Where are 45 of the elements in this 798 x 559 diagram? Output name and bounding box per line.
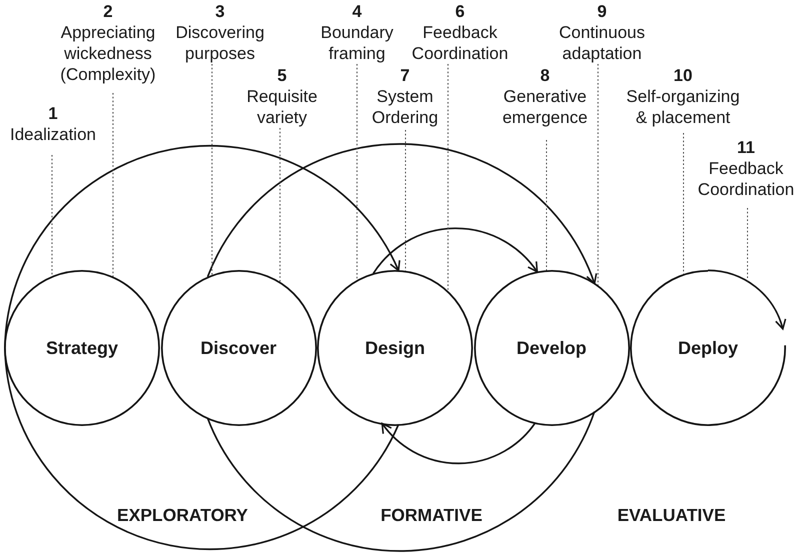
leader-line — [546, 140, 547, 272]
step-label: Feedback Coordination — [696, 158, 796, 200]
leader-line — [356, 64, 358, 281]
curved-line — [206, 411, 596, 552]
step-number: 9 — [597, 1, 607, 22]
step-number: 11 — [737, 137, 755, 158]
stage-circle — [160, 270, 316, 426]
step-label: Discovering purposes — [174, 22, 266, 64]
step-label: Idealization — [10, 124, 96, 144]
category-label: EXPLORATORY — [117, 504, 248, 526]
step-label: System Ordering — [370, 86, 440, 128]
leader-line — [747, 208, 748, 282]
step-label: Boundary framing — [320, 22, 394, 64]
stage-label: Discover — [200, 336, 277, 358]
step-number: 7 — [400, 64, 410, 86]
stage-label: Deploy — [678, 336, 738, 358]
step-number: 6 — [455, 1, 465, 22]
leader-line — [112, 92, 114, 278]
step-label: Appreciating wickedness (Complexity) — [59, 22, 157, 85]
step-number: 3 — [215, 1, 225, 22]
step-label: Feedback Coordination — [410, 22, 510, 64]
step-number: 4 — [352, 1, 362, 22]
step-number: 1 — [48, 102, 58, 124]
step-number: 5 — [277, 64, 287, 86]
curved-arrow — [381, 422, 536, 464]
step-label: Continuous adaptation — [558, 22, 646, 64]
category-label: FORMATIVE — [380, 504, 482, 526]
stage-label: Strategy — [46, 336, 118, 358]
stage-circle — [474, 270, 630, 426]
step-label: Generative emergence — [501, 86, 589, 128]
loop-arrow — [708, 270, 786, 330]
step-number: 2 — [103, 1, 113, 22]
leader-line — [683, 132, 684, 275]
step-label: Self-organizing & placement — [625, 86, 741, 128]
stage-label: Develop — [516, 336, 587, 358]
step-number: 8 — [540, 64, 550, 86]
step-label: Requisite variety — [246, 86, 318, 128]
stage-label: Design — [364, 336, 425, 358]
stage-circle — [317, 270, 473, 426]
stage-circle — [4, 270, 160, 426]
step-number: 10 — [674, 64, 692, 86]
curved-arrow — [372, 228, 538, 274]
category-label: EVALUATIVE — [617, 504, 726, 526]
leader-line — [405, 130, 406, 272]
curved-arrow — [206, 143, 596, 284]
